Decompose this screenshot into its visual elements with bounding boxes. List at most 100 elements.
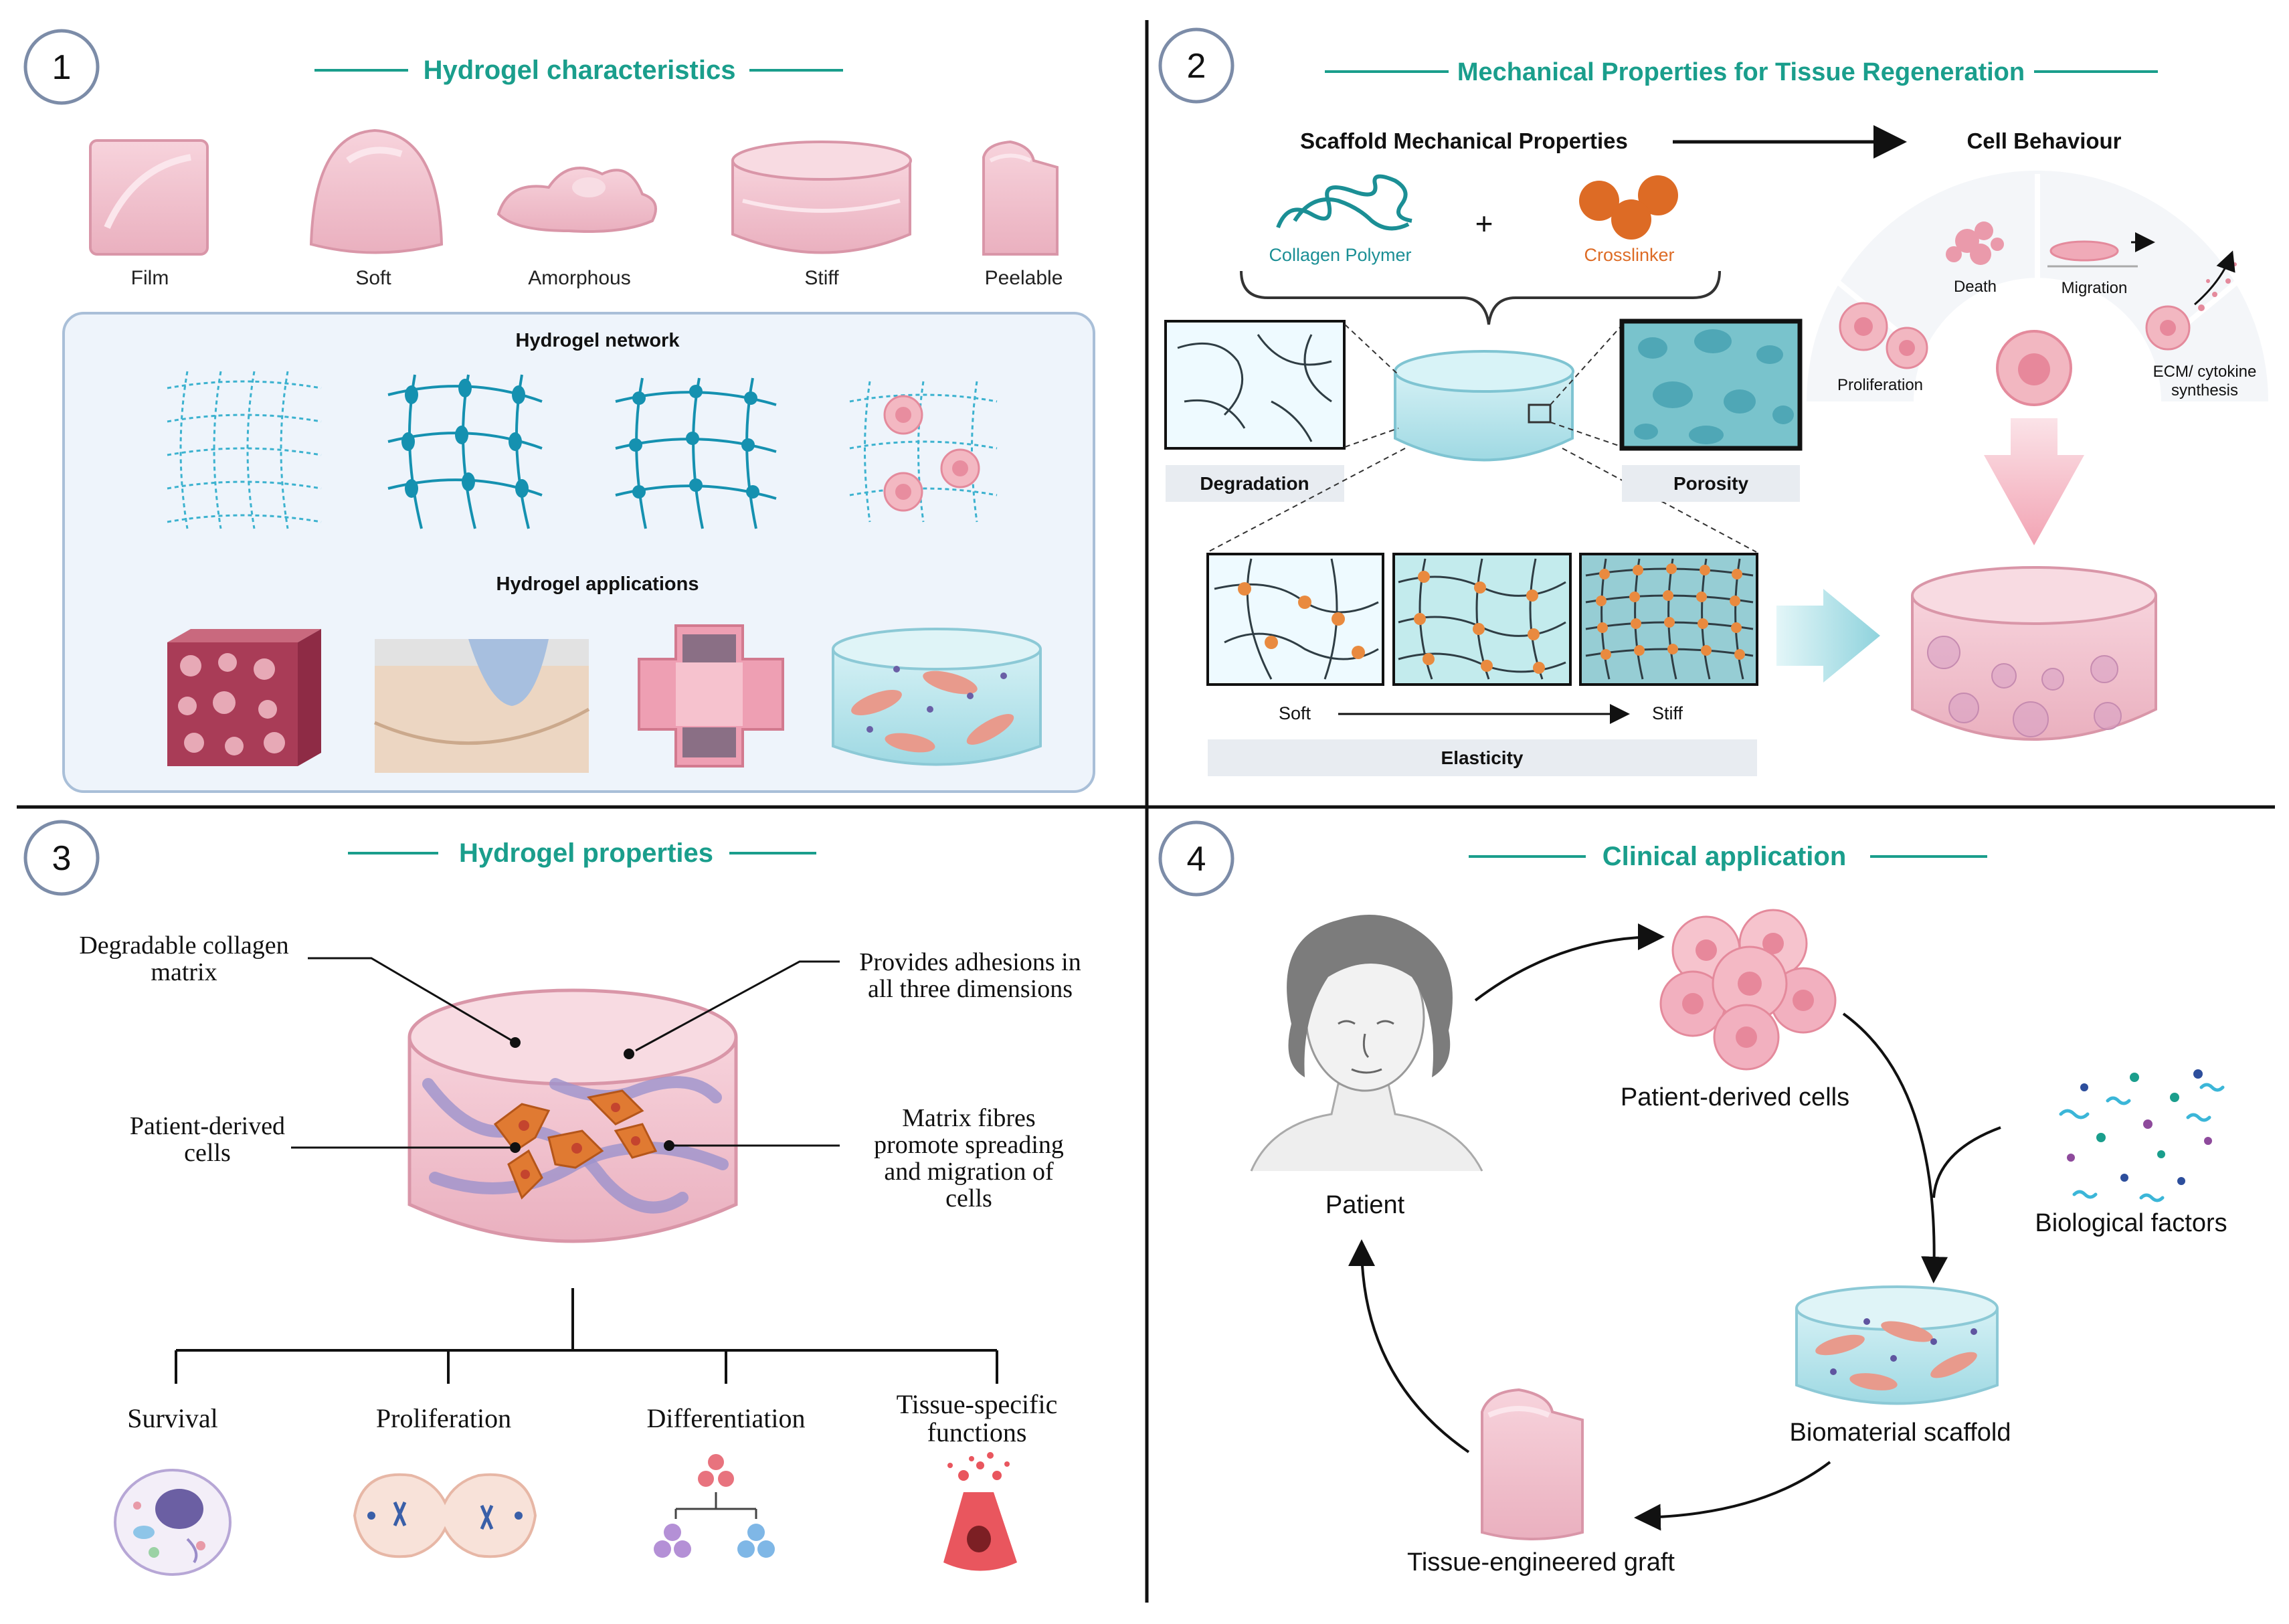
patient-cells-cluster bbox=[1659, 909, 1837, 1071]
soft-shape bbox=[309, 128, 444, 254]
arrow-graft-to-patient bbox=[1348, 1239, 1470, 1453]
biological-factors-icon bbox=[2059, 1069, 2225, 1202]
network-label: Hydrogel network bbox=[516, 330, 680, 351]
callout-fibres-line3: and migration of bbox=[884, 1158, 1054, 1186]
ecm-icon bbox=[2145, 250, 2237, 351]
outcome-survival: Survival bbox=[127, 1403, 218, 1433]
zoom-line bbox=[1344, 324, 1399, 375]
zoom-line bbox=[1550, 422, 1623, 448]
callout-fibres-line4: cells bbox=[945, 1184, 992, 1212]
degradation-label-box bbox=[1166, 465, 1344, 502]
panel-4-number: 4 bbox=[1187, 840, 1206, 879]
stiff-shape bbox=[731, 141, 912, 254]
hydrogel-cylinder bbox=[407, 988, 738, 1243]
elasticity-label-box bbox=[1208, 739, 1757, 776]
zoom-line bbox=[1344, 428, 1399, 448]
tissue-graft-icon bbox=[1481, 1388, 1584, 1540]
panel-1-title: Hydrogel characteristics bbox=[424, 56, 736, 85]
elasticity-medium-box bbox=[1392, 553, 1572, 686]
network-oval-crosslinks bbox=[387, 374, 543, 529]
app-skin-wound bbox=[373, 639, 590, 773]
elasticity-soft-box bbox=[1206, 553, 1384, 686]
arrow-cells-to-scaffold bbox=[1842, 1012, 1948, 1283]
porosity-pores bbox=[1634, 329, 1794, 444]
patient-cells-label: Patient-derived cells bbox=[1621, 1083, 1849, 1111]
elasticity-label: Elasticity bbox=[1441, 747, 1524, 768]
shape-label-stiff: Stiff bbox=[804, 267, 839, 289]
applications-label: Hydrogel applications bbox=[496, 573, 699, 595]
cell-behaviour-label: Cell Behaviour bbox=[1966, 128, 2121, 153]
collagen-polymer-label: Collagen Polymer bbox=[1269, 245, 1411, 265]
panel-3: 3 Hydrogel properties bbox=[23, 820, 1081, 1576]
panel-4: 4 Clinical application Patient bbox=[1158, 820, 2227, 1576]
panel-1: 1 Hydrogel characteristics Fi bbox=[23, 29, 1095, 793]
panel-1-number-badge bbox=[23, 29, 100, 105]
brace bbox=[1240, 270, 1721, 325]
panel-2-number: 2 bbox=[1187, 47, 1206, 86]
migration-icon bbox=[2047, 232, 2155, 268]
differentiation-icon bbox=[654, 1454, 775, 1558]
arrow-scaffold-to-graft bbox=[1634, 1461, 1831, 1531]
callout-patient-cells-line1: Patient-derived bbox=[130, 1112, 285, 1140]
scaffold-to-result-arrow bbox=[1776, 589, 1880, 683]
patient-label: Patient bbox=[1325, 1191, 1405, 1219]
app-porous-cube bbox=[167, 629, 321, 766]
callout-dots bbox=[510, 1037, 674, 1153]
elasticity-stiff-label: Stiff bbox=[1652, 703, 1683, 723]
shape-label-soft: Soft bbox=[355, 267, 391, 289]
elasticity-soft-label: Soft bbox=[1279, 703, 1311, 723]
ecm-label-line2: synthesis bbox=[2171, 381, 2238, 399]
panel-2-title: Mechanical Properties for Tissue Regener… bbox=[1457, 58, 2025, 86]
network-dot-crosslinks bbox=[615, 377, 777, 529]
callout-patient-cells-line2: cells bbox=[184, 1139, 231, 1167]
death-icon bbox=[1946, 221, 2004, 265]
outcome-differentiation: Differentiation bbox=[647, 1403, 806, 1433]
panel-3-number-badge bbox=[23, 820, 100, 896]
panel-3-number: 3 bbox=[52, 839, 72, 878]
amorphous-shape bbox=[496, 167, 657, 233]
panel-3-title: Hydrogel properties bbox=[459, 838, 713, 868]
outcome-proliferation: Proliferation bbox=[376, 1403, 511, 1433]
ecm-label-line1: ECM/ cytokine bbox=[2153, 363, 2257, 381]
elasticity-stiff-box bbox=[1579, 553, 1758, 686]
regenerated-tissue-cylinder bbox=[1911, 566, 2157, 741]
shape-label-amorphous: Amorphous bbox=[528, 267, 630, 289]
biomaterial-scaffold-icon bbox=[1795, 1285, 1999, 1405]
panel-4-title: Clinical application bbox=[1603, 842, 1847, 871]
degradation-inset bbox=[1164, 320, 1346, 450]
degradation-label: Degradation bbox=[1200, 473, 1309, 494]
callout-fibres-line1: Matrix fibres bbox=[902, 1104, 1035, 1132]
network-with-cells bbox=[849, 381, 998, 523]
survival-cell-icon bbox=[114, 1469, 232, 1576]
callout-degradable-line2: matrix bbox=[151, 958, 217, 986]
panel-4-number-badge bbox=[1158, 820, 1234, 897]
network-dashed-lattice bbox=[167, 371, 322, 529]
crosslinker-label: Crosslinker bbox=[1584, 245, 1674, 265]
scaffold-properties-label: Scaffold Mechanical Properties bbox=[1300, 128, 1628, 153]
behaviour-down-arrow bbox=[1984, 418, 2084, 545]
collagen-polymer-icon bbox=[1276, 174, 1412, 231]
callout-adhesions-line1: Provides adhesions in bbox=[859, 948, 1081, 976]
film-shape bbox=[89, 139, 209, 256]
callout-fibres-line2: promote spreading bbox=[874, 1131, 1064, 1159]
porosity-label-box bbox=[1622, 465, 1800, 502]
callout-lines bbox=[291, 957, 840, 1149]
app-cross-patch bbox=[638, 624, 784, 768]
central-hydrogel-cylinder bbox=[1394, 350, 1574, 462]
migration-label: Migration bbox=[2062, 279, 2128, 297]
tissue-specific-icon bbox=[943, 1452, 1017, 1571]
proliferation-label: Proliferation bbox=[1837, 376, 1923, 394]
panel-1-number: 1 bbox=[52, 48, 72, 87]
plus-sign: + bbox=[1475, 206, 1493, 241]
proliferation-cell-icon bbox=[353, 1473, 537, 1558]
biological-factors-label: Biological factors bbox=[2035, 1209, 2227, 1237]
arrow-factors-to-scaffold bbox=[1932, 1126, 2001, 1198]
biomaterial-scaffold-label: Biomaterial scaffold bbox=[1790, 1419, 2011, 1447]
shape-label-peelable: Peelable bbox=[985, 267, 1063, 289]
app-cell-scaffold bbox=[832, 628, 1042, 766]
porosity-label: Porosity bbox=[1673, 473, 1748, 494]
callout-degradable-line1: Degradable collagen bbox=[79, 931, 288, 960]
outcome-tree bbox=[175, 1288, 998, 1384]
shape-label-film: Film bbox=[131, 267, 169, 289]
